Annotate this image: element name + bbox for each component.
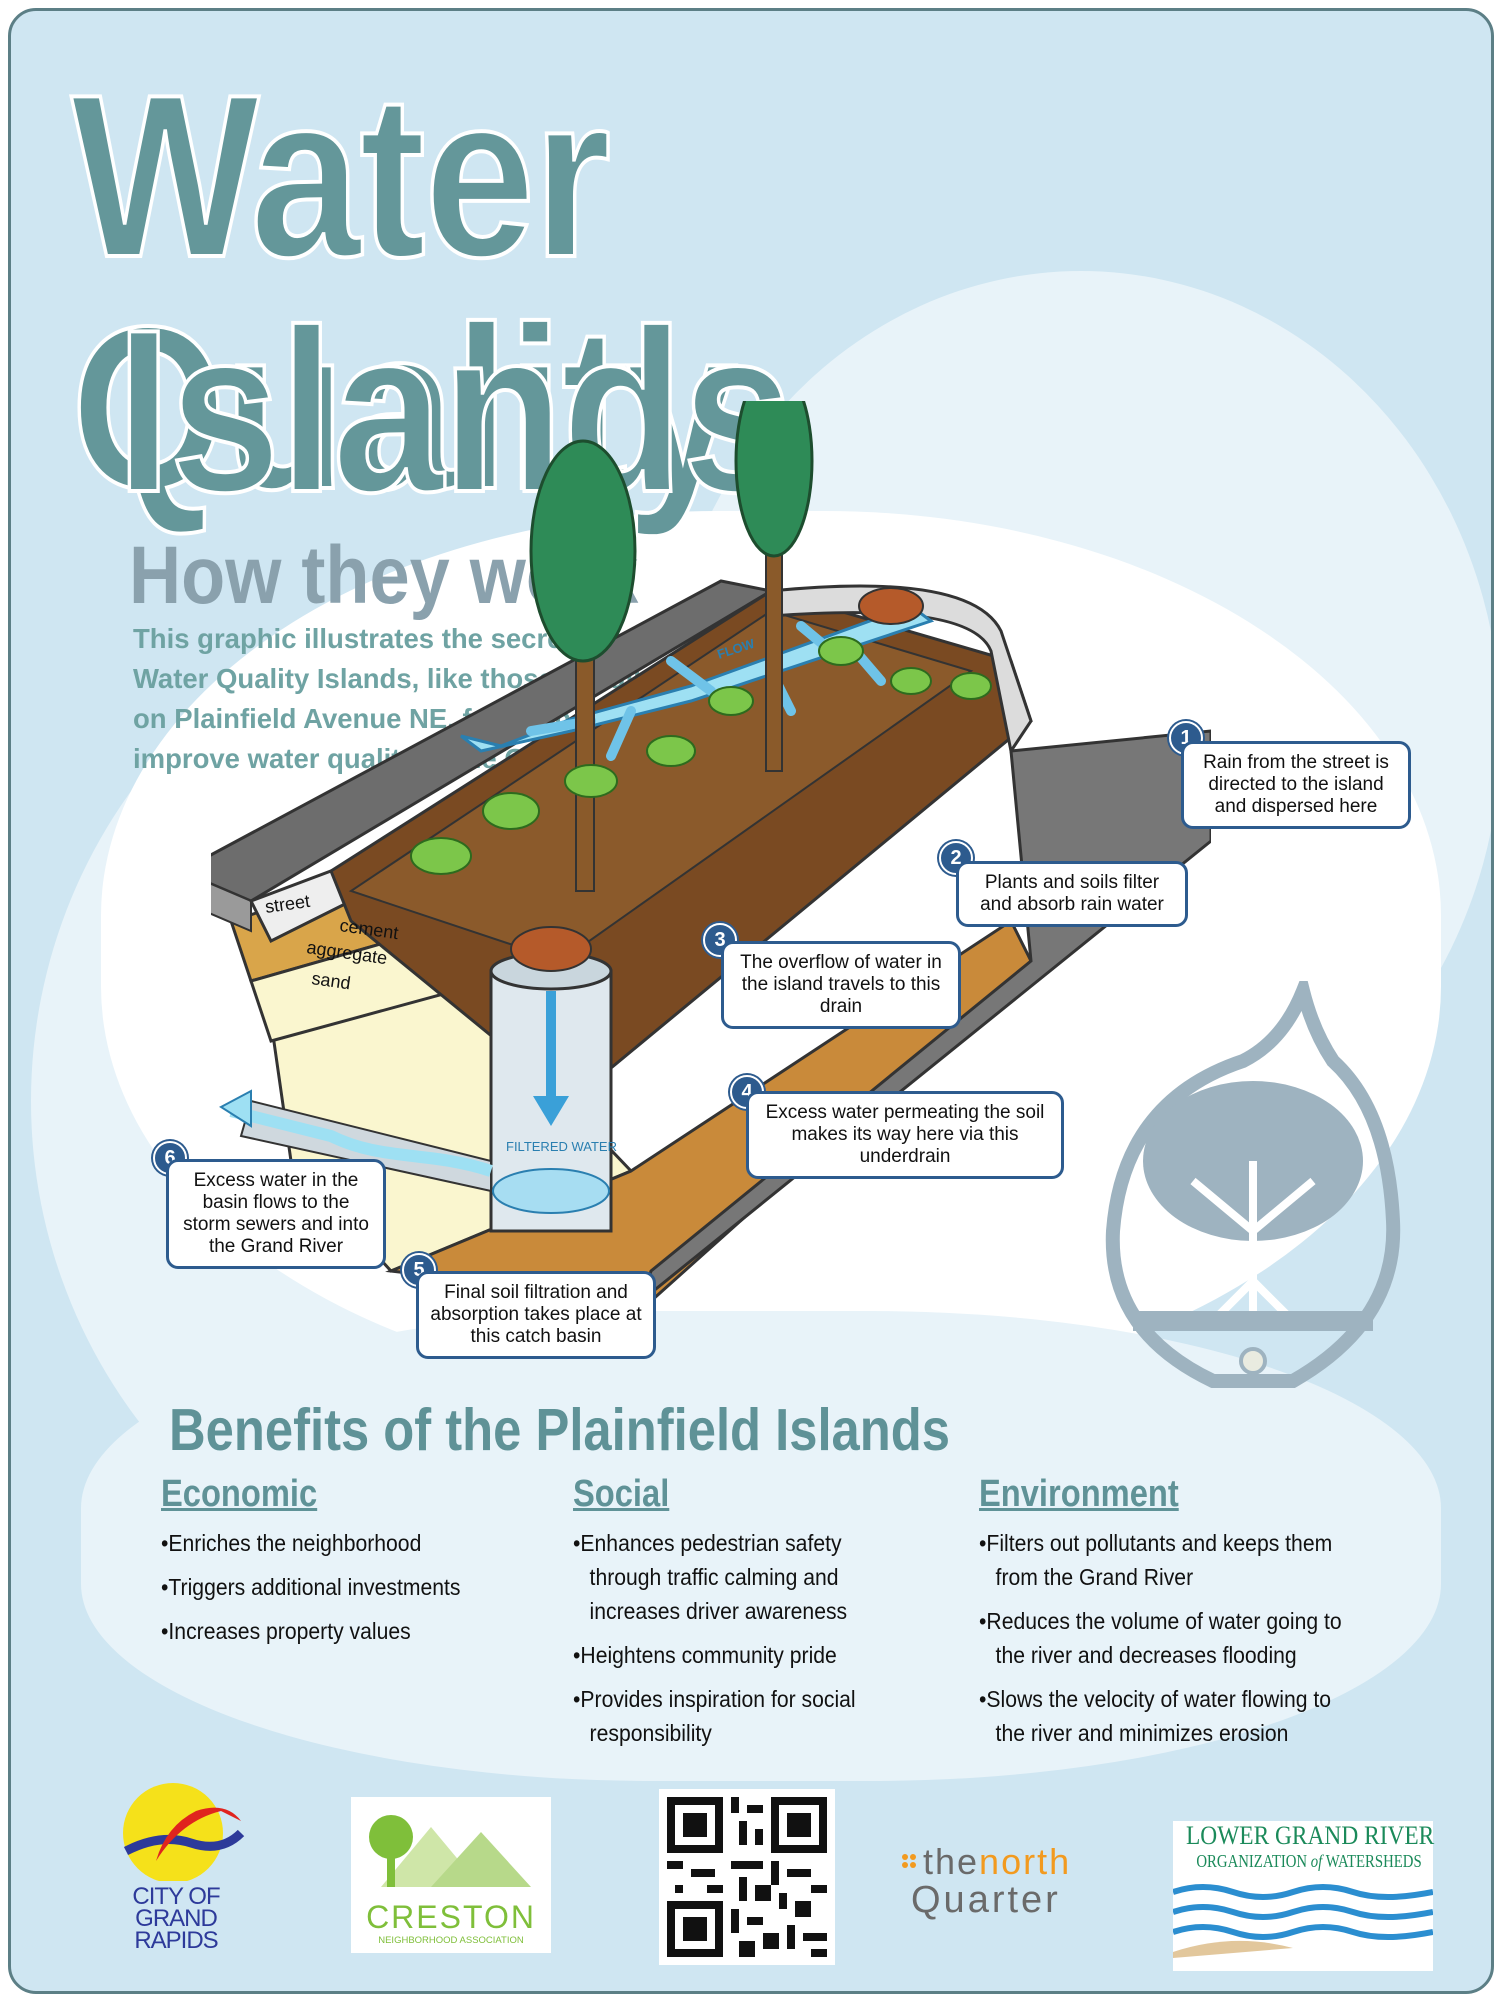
benefits-social: Social Enhances pedestrian safety throug… [573,1473,913,1760]
environment-title: Environment [979,1473,1179,1515]
environment-item: Filters out pollutants and keeps them fr… [979,1526,1347,1594]
lgrow-waves [1172,1884,1434,1958]
economic-item: Triggers additional investments [161,1570,529,1604]
filtered-label: FILTERED WATER [506,1139,617,1154]
overflow-drain [510,926,592,972]
outflow-water [229,1105,493,1177]
street-edge [211,882,252,933]
benefits-economic: Economic Enriches the neighborhood Trigg… [161,1473,561,1658]
inlet-grate [858,587,924,625]
lgrow-line2: ORGANIZATION of WATERSHEDS [1196,1851,1422,1871]
economic-item: Increases property values [161,1614,529,1648]
north-quarter-logo: thenorth Quarter [901,1841,1141,1921]
nq-north: north [979,1841,1072,1882]
step-5-callout: Final soil filtration and absorption tak… [416,1271,656,1359]
lgrow-logo: LOWER GRAND RIVER ORGANIZATION of WATERS… [1172,1821,1435,1971]
title-line1: Water Quality [69,47,738,538]
step-6-callout: Excess water in the basin flows to the s… [166,1159,386,1269]
economic-item: Enriches the neighborhood [161,1526,529,1560]
shrubs [410,636,992,875]
creston-name: CRESTON [366,1899,536,1935]
title-line2: Islands [114,282,795,541]
social-item: Enhances pedestrian safety through traff… [573,1526,886,1628]
nq-the: the [923,1841,980,1882]
watershed-tree-emblem [1105,981,1401,1388]
social-title: Social [573,1473,670,1515]
creston-logo: CRESTON NEIGHBORHOOD ASSOCIATION [351,1797,551,1953]
drop-outline [1105,981,1401,1388]
economic-title: Economic [161,1473,318,1515]
grand-rapids-text: CITY OF GRAND RAPIDS [132,1883,220,1954]
poster: Water Quality Islands How they work This… [8,8,1494,1994]
environment-item: Slows the velocity of water flowing to t… [979,1682,1347,1750]
environment-item: Reduces the volume of water going to the… [979,1604,1347,1672]
qr-code[interactable] [659,1789,835,1965]
creston-sub: NEIGHBORHOOD ASSOCIATION [378,1935,524,1946]
benefits-heading: Benefits of the Plainfield Islands [169,1397,950,1463]
grand-rapids-logo: CITY OF GRAND RAPIDS [101,1781,251,1981]
tree-right [734,401,814,772]
grand-rapids-emblem [123,1783,245,1883]
water-island-diagram: FLOW FILTERED WATER [211,401,1211,1306]
social-item: Heightens community pride [573,1638,886,1672]
step-3-callout: The overflow of water in the island trav… [721,941,961,1029]
benefits-environment: Environment Filters out pollutants and k… [979,1473,1379,1760]
nq-quarter: Quarter [911,1879,1061,1921]
social-item: Provides inspiration for social responsi… [573,1682,886,1750]
lgrow-line1: LOWER GRAND RIVER [1186,1821,1435,1850]
north-quarter-dots [902,1854,916,1868]
step-4-callout: Excess water permeating the soil makes i… [746,1091,1064,1179]
step-1-callout: Rain from the street is directed to the … [1181,741,1411,829]
tree-left [529,439,637,892]
step-2-callout: Plants and soils filter and absorb rain … [956,861,1188,927]
